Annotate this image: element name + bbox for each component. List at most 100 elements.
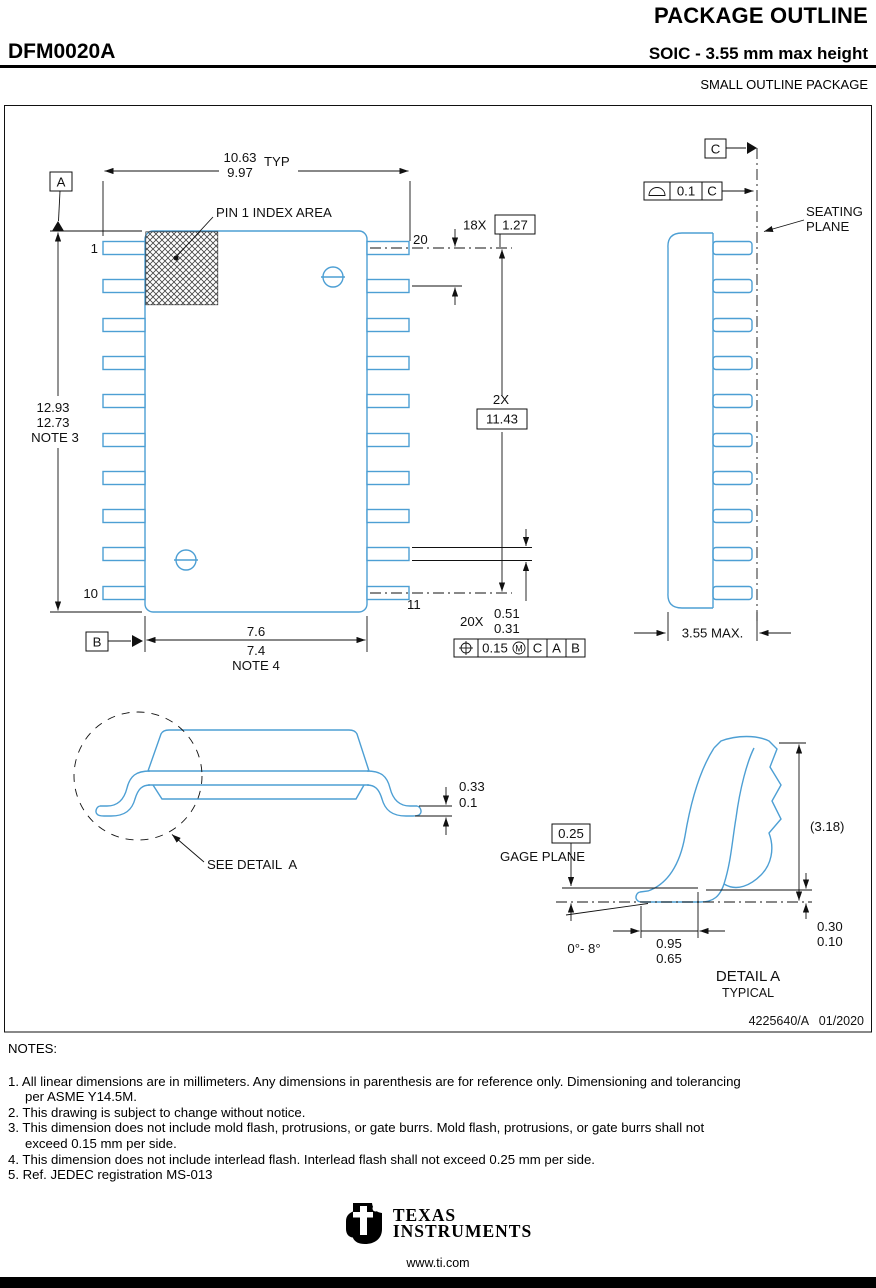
lead-width-min: 0.31 — [494, 621, 520, 636]
span-count: 2X — [493, 392, 509, 407]
package-type: SMALL OUTLINE PACKAGE — [700, 77, 868, 92]
datum-c-triangle — [747, 142, 757, 154]
ti-bug-icon — [345, 1203, 382, 1244]
position-fcf: 0.15 M C A B — [453, 638, 586, 658]
front-body-top — [147, 729, 370, 772]
foot-length-dimension: 0.95 0.65 — [613, 892, 725, 966]
fcf-tolerance: 0.15 — [482, 641, 508, 656]
gage-plane-label: GAGE PLANE — [500, 849, 585, 864]
lead-thickness-max: 0.33 — [459, 779, 485, 794]
drawing-border — [4, 105, 872, 1033]
website-link[interactable]: www.ti.com — [406, 1256, 470, 1270]
parallelism-fcf: 0.1 C — [643, 181, 754, 201]
footer: TEXAS INSTRUMENTS www.ti.com — [0, 1200, 876, 1270]
datum-a: A — [49, 171, 73, 231]
note-1-cont: per ASME Y14.5M. — [25, 1089, 137, 1105]
lead-thickness-dimension: 0.33 0.1 — [415, 779, 485, 835]
top-view: PIN 1 INDEX AREA 10.63 9.97 TYP 12.93 12… — [31, 150, 586, 673]
width-dimension: 10.63 9.97 TYP — [102, 150, 411, 241]
lead-angle-value: 0°- 8° — [567, 941, 600, 956]
note-4: 4. This dimension does not include inter… — [8, 1151, 595, 1167]
note-3: 3. This dimension does not include mold … — [8, 1120, 705, 1136]
dim-width-max: 10.63 — [223, 150, 256, 165]
datum-b-label: B — [93, 635, 102, 650]
gage-plane-dimension: 0.25 GAGE PLANE — [500, 823, 591, 921]
dim-width-min: 9.97 — [227, 165, 253, 180]
brand-line-2: INSTRUMENTS — [392, 1221, 533, 1241]
foot-length-max: 0.95 — [656, 936, 682, 951]
front-view: SEE DETAIL A 0.33 0.1 — [73, 711, 485, 872]
fcf-datum1: C — [533, 641, 543, 656]
lead-angle-dimension: 0°- 8° — [565, 903, 649, 956]
header-rule — [0, 65, 876, 68]
pitch-count: 18X — [463, 218, 487, 233]
length-dimension: 12.93 12.73 NOTE 3 — [31, 230, 142, 613]
lead-thickness-min: 0.1 — [459, 795, 477, 810]
gage-offset-value: 0.25 — [558, 826, 584, 841]
side-pins — [712, 240, 753, 601]
detail-a-view: 0.25 GAGE PLANE (3.18) 0.30 0.10 0.95 0. — [500, 735, 844, 1000]
datum-c: C — [704, 138, 757, 159]
side-body — [667, 232, 713, 609]
dim-width-typ: TYP — [264, 154, 290, 169]
part-number: DFM0020A — [8, 40, 116, 63]
ti-wordmark: TEXAS INSTRUMENTS — [392, 1204, 533, 1241]
footer-bar — [0, 1277, 876, 1288]
mmc-modifier-icon — [512, 641, 526, 655]
seating-plane-label-2: PLANE — [806, 219, 849, 234]
lead-width-dimension: 20X 0.51 0.31 — [412, 529, 532, 636]
height-value: 3.55 MAX. — [682, 626, 744, 641]
dim-length-max: 12.93 — [36, 400, 69, 415]
side-view: C 0.1 C SEATING PLANE 3.55 MAX. — [634, 138, 863, 641]
datum-a-label: A — [57, 175, 66, 190]
height-dimension: 3.55 MAX. — [634, 612, 791, 641]
dim-body-max: 7.6 — [247, 624, 265, 639]
datum-b-triangle — [132, 635, 143, 647]
datum-a-triangle — [52, 221, 64, 231]
note-1: 1. All linear dimensions are in millimet… — [8, 1073, 741, 1089]
note-2: 2. This drawing is subject to change wit… — [8, 1104, 306, 1120]
note-3-cont: exceed 0.15 mm per side. — [25, 1135, 177, 1151]
lead-width-count: 20X — [460, 614, 484, 629]
detail-lead — [635, 735, 782, 903]
seating-plane-label-1: SEATING — [806, 204, 863, 219]
note-5: 5. Ref. JEDEC registration MS-013 — [8, 1167, 213, 1183]
right-pins — [366, 240, 410, 601]
see-detail-label: SEE DETAIL A — [207, 857, 297, 872]
profile-symbol-icon — [648, 187, 666, 196]
pin-label-10: 10 — [83, 586, 98, 601]
dim-body-min: 7.4 — [247, 643, 265, 658]
span-dimension: 2X 11.43 — [370, 249, 528, 594]
parallelism-datum: C — [707, 184, 717, 199]
front-body-bottom — [152, 784, 365, 800]
detail-a-title: DETAIL A — [716, 968, 780, 985]
dim-length-note: NOTE 3 — [31, 430, 79, 445]
dim-body-note: NOTE 4 — [232, 658, 280, 673]
foot-thickness-max: 0.30 — [817, 919, 843, 934]
package-body — [144, 230, 368, 613]
notes-section: NOTES: 1. All linear dimensions are in m… — [8, 1041, 870, 1183]
brand-line-1: TEXAS — [392, 1204, 457, 1225]
pin-label-11: 11 — [407, 597, 421, 612]
ref-height-dimension: (3.18) — [779, 742, 844, 901]
detail-circle — [73, 711, 203, 841]
package-subtitle: SOIC - 3.55 mm max height — [648, 44, 868, 63]
pitch-dimension: 18X 1.27 — [370, 214, 536, 305]
lead-width-max: 0.51 — [494, 606, 520, 621]
front-right-lead — [366, 770, 422, 817]
fcf-datum3: B — [571, 641, 580, 656]
pin1-index-label: PIN 1 INDEX AREA — [216, 205, 332, 220]
front-left-lead — [95, 770, 151, 817]
body-width-dimension: 7.6 7.4 NOTE 4 — [144, 616, 368, 673]
foot-thickness-dimension: 0.30 0.10 — [706, 873, 843, 949]
pin1-index-dot — [173, 255, 179, 261]
seating-plane-callout: SEATING PLANE — [763, 204, 863, 234]
parallelism-tolerance: 0.1 — [677, 184, 695, 199]
index-mark-top — [321, 266, 345, 288]
detail-a-subtitle: TYPICAL — [722, 986, 774, 1000]
fcf-modifier: M — [515, 644, 523, 654]
ti-logo: TEXAS INSTRUMENTS — [344, 1200, 532, 1246]
foot-length-min: 0.65 — [656, 951, 682, 966]
doc-number: 4225640/A 01/2020 — [749, 1014, 864, 1028]
